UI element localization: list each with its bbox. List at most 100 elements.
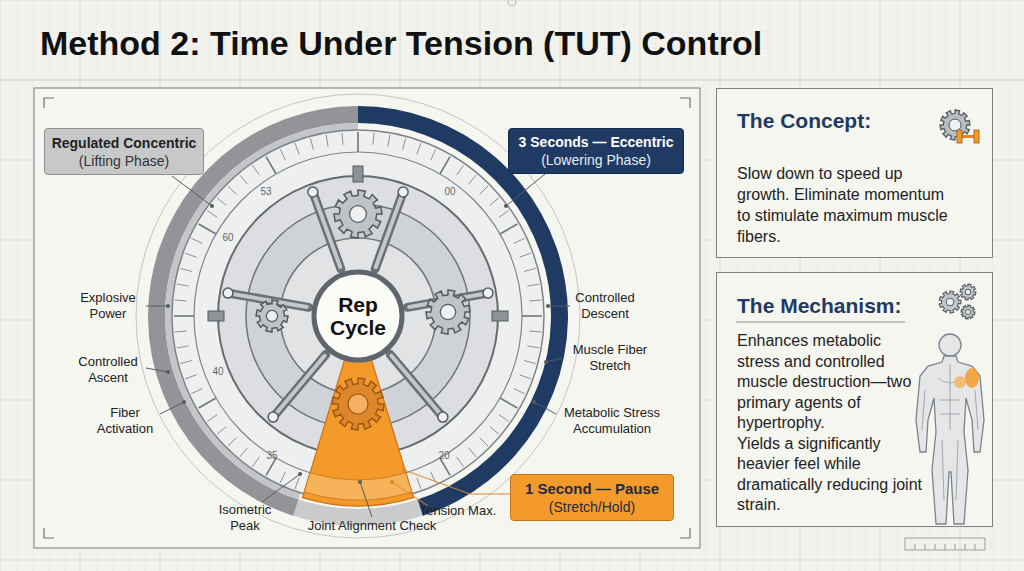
dial-number: 35 [261,450,283,462]
dial-tick [514,238,525,243]
dial-tick [490,198,499,206]
concept-icon [940,110,979,143]
leader-dot [166,304,170,308]
leader-line [506,174,545,206]
node-text: (Lowering Phase) [541,151,651,169]
grid-line [704,0,705,571]
phase-label: Metabolic Stress Accumulation [555,405,670,437]
corner-bracket [44,98,54,108]
dial-number: 20 [433,450,455,462]
muscle-line [975,390,978,430]
panel-fill [716,272,993,527]
pivot-bolt [308,187,318,197]
center-hub: Rep Cycle [310,268,406,364]
scale-tick [925,544,926,550]
node-text: Regulated Concentric [52,134,197,152]
leader-dot [166,370,170,374]
dial-tick [295,143,299,154]
info-panel: The Concept:Slow down to speed up growth… [716,88,993,258]
muscle-line [940,414,960,415]
dial-tick [431,149,436,160]
gear-teeth [332,378,384,430]
dial-tick [357,132,359,152]
dial-tick [240,448,248,457]
dial-tick [185,375,196,379]
plate-notch [208,311,224,321]
grid-line [0,0,1,571]
dial-tick [185,253,196,257]
grid-line [16,0,17,571]
figure-body [916,356,984,524]
corner-bracket [680,98,690,108]
node-text: Slow down to speed up growth. Eliminate … [737,163,952,247]
leader-dot [546,304,550,308]
leader-line [534,402,556,414]
pivot-bolt [398,187,408,197]
pause-wedge-ticks [304,473,412,500]
dial-tick [480,186,488,194]
dial-tick [228,438,236,446]
phase-label: Tension Max. [408,503,508,519]
gear-symbol [939,291,961,313]
gear-hub [965,289,971,295]
panel-frame [34,88,700,548]
phase-label: Controlled Descent [566,290,644,322]
dial-tick [326,135,328,147]
pivot-bolt [268,412,278,422]
gear-symbol [332,378,384,430]
dial-tick [199,398,216,408]
phase-label: Isometric Peak [211,502,279,534]
dial-tick [403,138,406,150]
scale-tick [945,544,946,550]
plate-notch [353,166,363,182]
gear-teeth [426,290,470,334]
dial-tick [199,224,216,234]
dial-tick [529,300,541,301]
pause-wedge [302,358,413,506]
dial-tick [522,315,542,317]
grid-line [32,0,33,571]
phase-label: Explosive Power [72,290,144,322]
scale-mark [905,538,985,550]
muscle-line [940,400,960,401]
dial-tick [524,361,536,364]
registration-mark [508,0,516,6]
gear-symbol [961,305,975,319]
panel-fill [716,88,993,258]
grid-line [0,16,1024,17]
dial-tick [499,210,509,217]
leader-line [546,358,562,362]
leader-line [360,482,372,517]
dial-tick [177,284,189,286]
linkage-arm-inner [376,194,403,267]
phase-label: Muscle Fiber Stretch [563,342,658,374]
gear-hub [946,298,954,306]
scale-tick [965,544,966,550]
linkage-arm [273,354,326,417]
mechanism-plate [218,176,498,456]
node-text: Enhances metabolic stress and controlled… [737,331,922,434]
leader-dot [182,400,186,404]
corner-bracket [44,528,54,538]
phase-label: Joint Alignment Check [287,518,457,534]
gear-hub [350,206,367,223]
linkage-arm [390,354,443,417]
gear-symbol [256,300,288,332]
dial-tick [457,457,464,467]
gear-hub [949,119,961,131]
leader-dot [390,480,394,484]
leader-dot [298,472,302,476]
dial-tick [240,175,248,184]
dial-tick [191,238,202,243]
leader-dot [532,400,536,404]
gear-symbol [334,190,382,238]
heading-rule [736,322,905,323]
dial-tick [217,427,226,435]
dial-tick [217,198,226,206]
scale-tick [935,544,936,550]
dial-tick [342,133,343,145]
grid-line [0,560,1024,561]
node-text: Rep Cycle [325,293,391,339]
scale-tick [975,544,976,550]
leader-line [146,368,168,372]
